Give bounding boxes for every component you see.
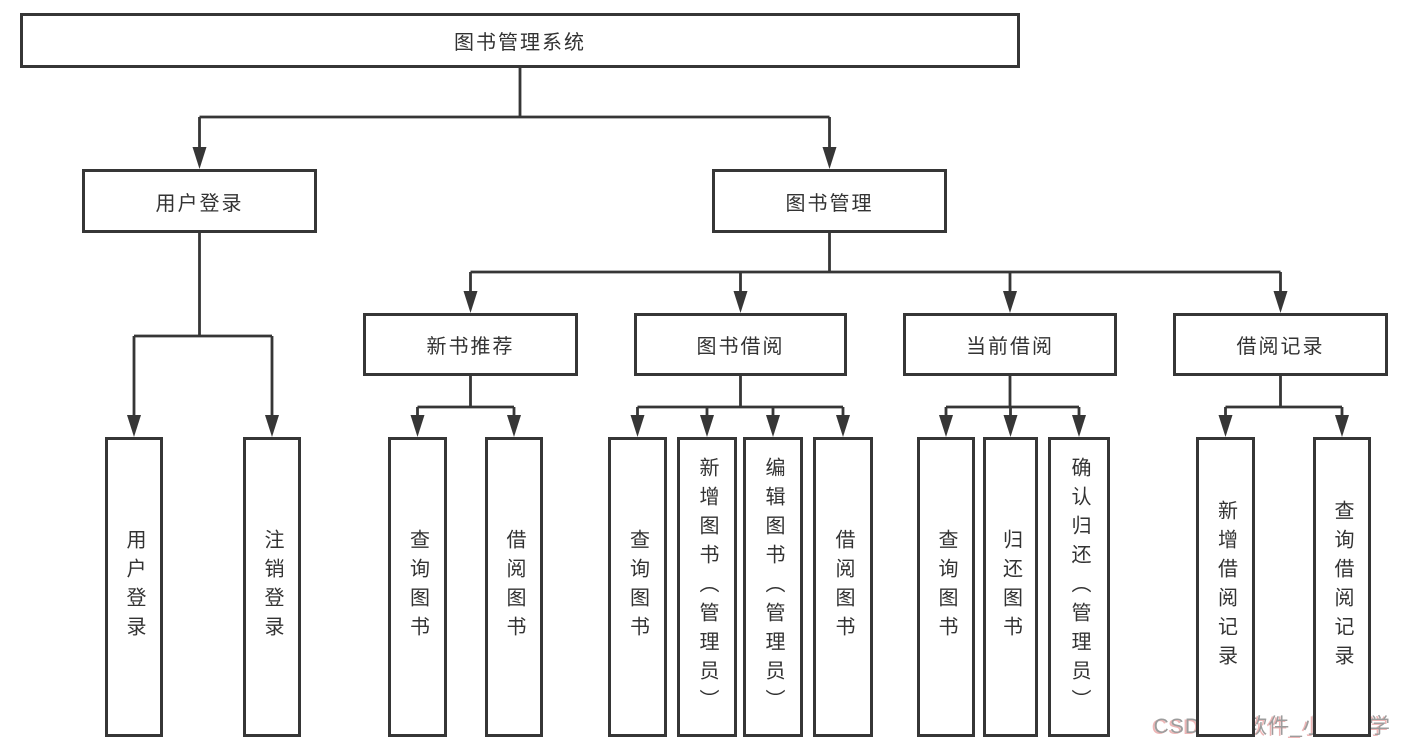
node-leaf-borrow-book-rec: 借阅图书 bbox=[485, 437, 543, 737]
node-label-leaf-confirm-return-admin: 确认归还（管理员） bbox=[1068, 456, 1090, 718]
node-leaf-user-login: 用户登录 bbox=[105, 437, 163, 737]
arrowhead-icon bbox=[939, 415, 953, 437]
node-label-current-borrow: 当前借阅 bbox=[966, 336, 1054, 358]
node-label-leaf-add-borrow-record: 新增借阅记录 bbox=[1214, 500, 1237, 674]
node-label-leaf-query-book-borrow: 查询图书 bbox=[626, 529, 649, 645]
node-user-login: 用户登录 bbox=[82, 169, 317, 233]
arrowhead-icon bbox=[192, 147, 207, 169]
node-leaf-query-book-borrow: 查询图书 bbox=[608, 437, 667, 737]
arrowhead-icon bbox=[766, 415, 780, 437]
node-label-new-book-rec: 新书推荐 bbox=[426, 336, 515, 358]
node-label-leaf-add-book-admin: 新增图书（管理员） bbox=[696, 456, 718, 718]
node-root: 图书管理系统 bbox=[20, 13, 1020, 68]
node-label-borrow-records: 借阅记录 bbox=[1236, 336, 1325, 358]
node-label-leaf-user-login: 用户登录 bbox=[123, 529, 145, 645]
node-leaf-query-borrow-record: 查询借阅记录 bbox=[1313, 437, 1371, 737]
node-label-book-borrow: 图书借阅 bbox=[696, 336, 785, 358]
arrowhead-icon bbox=[1218, 415, 1233, 437]
node-borrow-records: 借阅记录 bbox=[1173, 313, 1388, 376]
node-label-leaf-edit-book-admin: 编辑图书（管理员） bbox=[762, 456, 784, 718]
node-label-leaf-query-book-rec: 查询图书 bbox=[406, 529, 429, 645]
arrowhead-icon bbox=[836, 415, 850, 437]
arrowhead-icon bbox=[507, 415, 521, 437]
arrowhead-icon bbox=[265, 415, 279, 437]
node-label-root: 图书管理系统 bbox=[454, 32, 586, 54]
arrowhead-icon bbox=[463, 291, 478, 313]
node-leaf-borrow-book: 借阅图书 bbox=[813, 437, 873, 737]
arrowhead-icon bbox=[1273, 291, 1288, 313]
node-label-book-mgmt: 图书管理 bbox=[785, 192, 874, 215]
arrowhead-icon bbox=[733, 291, 748, 313]
node-leaf-add-book-admin: 新增图书（管理员） bbox=[677, 437, 737, 737]
node-book-mgmt: 图书管理 bbox=[712, 169, 947, 233]
arrowhead-icon bbox=[630, 415, 645, 437]
node-leaf-query-book-cur: 查询图书 bbox=[917, 437, 975, 737]
node-current-borrow: 当前借阅 bbox=[903, 313, 1117, 376]
node-leaf-confirm-return-admin: 确认归还（管理员） bbox=[1048, 437, 1110, 737]
node-leaf-query-book-rec: 查询图书 bbox=[388, 437, 447, 737]
arrowhead-icon bbox=[1072, 415, 1086, 437]
arrowhead-icon bbox=[410, 415, 425, 437]
node-leaf-add-borrow-record: 新增借阅记录 bbox=[1196, 437, 1255, 737]
node-book-borrow: 图书借阅 bbox=[634, 313, 847, 376]
arrowhead-icon bbox=[700, 415, 714, 437]
node-new-book-rec: 新书推荐 bbox=[363, 313, 578, 376]
node-leaf-logout: 注销登录 bbox=[243, 437, 301, 737]
arrowhead-icon bbox=[1003, 291, 1017, 313]
node-label-leaf-borrow-book-rec: 借阅图书 bbox=[503, 529, 525, 645]
node-label-leaf-query-borrow-record: 查询借阅记录 bbox=[1331, 500, 1353, 674]
arrowhead-icon bbox=[822, 147, 837, 169]
node-label-leaf-return-book: 归还图书 bbox=[999, 529, 1022, 645]
node-label-leaf-logout: 注销登录 bbox=[261, 529, 283, 645]
node-label-leaf-query-book-cur: 查询图书 bbox=[935, 529, 957, 645]
node-leaf-return-book: 归还图书 bbox=[983, 437, 1038, 737]
node-leaf-edit-book-admin: 编辑图书（管理员） bbox=[743, 437, 803, 737]
node-label-leaf-borrow-book: 借阅图书 bbox=[832, 529, 854, 645]
arrowhead-icon bbox=[127, 415, 141, 437]
arrowhead-icon bbox=[1335, 415, 1349, 437]
arrowhead-icon bbox=[1003, 415, 1018, 437]
node-label-user-login: 用户登录 bbox=[155, 192, 244, 215]
